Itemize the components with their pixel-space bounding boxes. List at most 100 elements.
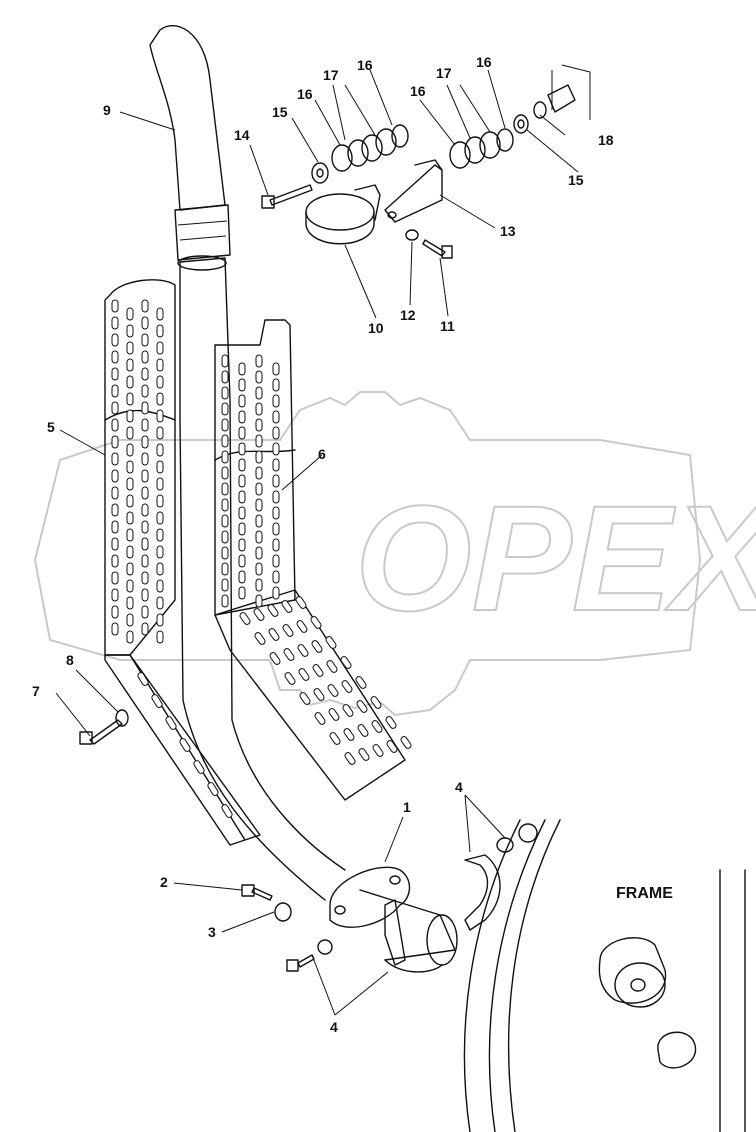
frame-hole — [657, 1031, 697, 1069]
perforation-slot — [111, 571, 119, 585]
perforation-slot — [156, 307, 164, 321]
perforation-slot — [141, 299, 149, 313]
perforation-slot — [156, 596, 164, 610]
perforation-slot — [126, 443, 134, 457]
perforation-slot — [111, 469, 119, 483]
perforation-slot — [272, 426, 280, 440]
perforation-slot — [126, 579, 134, 593]
perforation-slot — [141, 622, 149, 636]
frame-label: FRAME — [616, 885, 673, 902]
perforation-slot — [238, 506, 246, 520]
perforation-slot — [386, 740, 398, 753]
perforation-slot — [272, 410, 280, 424]
exhaust-pipe — [149, 25, 346, 901]
perforation-slot — [342, 704, 354, 717]
callout-15-left: 15 — [272, 104, 288, 120]
perforation-slot — [156, 562, 164, 576]
perforation-slot — [126, 409, 134, 423]
bolt-4-washer — [286, 939, 333, 972]
perforation-slot — [341, 680, 353, 693]
perforation-slot — [141, 554, 149, 568]
perforation-slot — [221, 562, 229, 576]
perforation-slot — [314, 712, 326, 725]
perforation-slot — [272, 490, 280, 504]
perforation-slot — [141, 452, 149, 466]
perforation-slot — [299, 692, 311, 705]
perforation-slot — [340, 656, 352, 669]
perforation-slot — [238, 474, 246, 488]
perforation-slot — [268, 628, 280, 641]
perforation-slot — [239, 612, 251, 625]
perforation-slot — [126, 511, 134, 525]
perforation-slot — [357, 724, 369, 737]
perforation-slot — [344, 752, 356, 765]
left-guard-slots — [111, 299, 233, 818]
perforation-slot — [221, 402, 229, 416]
perforation-slot — [111, 486, 119, 500]
perforation-slot — [326, 660, 338, 673]
perforation-slot — [141, 401, 149, 415]
perforation-slot — [141, 520, 149, 534]
perforation-slot — [156, 579, 164, 593]
perforation-slot — [238, 442, 246, 456]
perforation-slot — [156, 477, 164, 491]
perforation-slot — [126, 477, 134, 491]
perforation-slot — [284, 672, 296, 685]
perforation-slot — [221, 804, 233, 818]
perforation-slot — [372, 744, 384, 757]
perforation-slot — [111, 520, 119, 534]
perforation-slot — [281, 600, 293, 613]
callout-17-left: 17 — [323, 67, 339, 83]
perforation-slot — [238, 410, 246, 424]
perforation-slot — [141, 537, 149, 551]
washer-15-right — [513, 114, 529, 134]
perforation-slot — [327, 684, 339, 697]
perforation-slot — [165, 716, 177, 730]
perforation-slot — [238, 586, 246, 600]
perforation-slot — [126, 341, 134, 355]
u-clamp-lower — [384, 854, 501, 966]
perforation-slot — [283, 648, 295, 661]
perforation-slot — [297, 644, 309, 657]
right-perforated-guard — [214, 319, 412, 801]
perforation-slot — [126, 596, 134, 610]
perforation-slot — [111, 299, 119, 313]
perforation-slot — [126, 392, 134, 406]
perforation-slot — [151, 694, 163, 708]
perforation-slot — [255, 482, 263, 496]
nut-4-washer — [496, 823, 538, 853]
perforation-slot — [156, 511, 164, 525]
clamp-10 — [305, 184, 381, 245]
perforation-slot — [253, 608, 265, 621]
perforation-slot — [126, 307, 134, 321]
perforation-slot — [238, 490, 246, 504]
callout-17-right: 17 — [436, 65, 452, 81]
callout-18: 18 — [598, 132, 614, 148]
bolt-14 — [261, 184, 313, 209]
perforation-slot — [126, 562, 134, 576]
perforation-slot — [371, 720, 383, 733]
callout-11: 11 — [440, 318, 455, 334]
perforation-slot — [221, 578, 229, 592]
washer-12 — [405, 229, 419, 241]
perforation-slot — [156, 494, 164, 508]
perforation-slot — [111, 537, 119, 551]
perforation-slot — [156, 392, 164, 406]
perforation-slot — [255, 370, 263, 384]
perforation-slot — [272, 378, 280, 392]
perforation-slot — [126, 375, 134, 389]
perforation-slot — [255, 498, 263, 512]
mount-stack-left — [331, 124, 409, 172]
perforation-slot — [221, 594, 229, 608]
perforation-slot — [126, 545, 134, 559]
perforation-slot — [207, 782, 219, 796]
callout-4-lower: 4 — [330, 1019, 338, 1035]
perforation-slot — [111, 588, 119, 602]
perforation-slot — [310, 616, 322, 629]
perforation-slot — [156, 426, 164, 440]
perforation-slot — [400, 736, 412, 749]
perforation-slot — [156, 358, 164, 372]
washer-15-left — [311, 162, 329, 184]
perforation-slot — [141, 486, 149, 500]
